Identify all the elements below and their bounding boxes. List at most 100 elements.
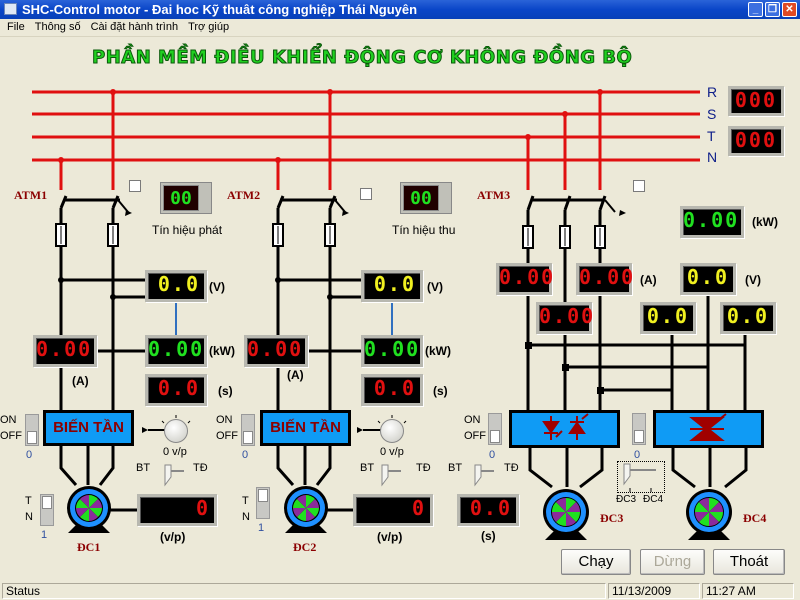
ac2-rpm-display: 0 [353,494,433,526]
exit-button[interactable]: Thoát [713,549,785,575]
title-bar: SHC-Control motor - Đai hoc Kỹ thuât côn… [0,0,800,19]
breaker-atm3-checkbox[interactable] [633,180,645,192]
breaker-atm1-label: ATM1 [14,188,48,202]
voltage-unit-3: (V) [745,273,761,287]
phase-s-label: S [707,106,717,122]
ac1-rpm-display: 0 [137,494,217,526]
rpm-unit: (v/p) [160,530,186,544]
ac3-current-display-2: 0.00 [576,263,633,295]
motor-dc4-icon [686,489,732,540]
menu-file[interactable]: File [7,21,25,33]
restore-button[interactable]: ❐ [765,2,780,17]
ac1-onoff-value: 0 [26,449,33,461]
status-text: Status [2,583,606,599]
ac3-onoff-toggle[interactable] [488,413,502,445]
transmit-signal-value: 00 [163,185,199,211]
ac2-voltage-display: 0.0 [361,270,423,302]
menu-travel-settings[interactable]: Cài đặt hành trình [90,21,179,33]
motor-dc4-label: ĐC4 [743,511,767,525]
phase-t-label: T [707,128,716,144]
ac2-onoff-value: 0 [242,449,249,461]
current-unit: (A) [72,374,89,388]
ac2-time-display: 0.0 [361,374,423,406]
ac1-direction-value: 1 [41,529,48,541]
receive-signal-display: 00 [400,182,452,214]
power-unit-2: (kW) [425,344,451,358]
phase-n-label: N [707,149,718,165]
motor-dc1-icon [67,486,111,533]
ac2-power-display: 0.00 [361,335,423,367]
ac1-power-display: 0.00 [145,335,207,367]
transmit-signal-display: 00 [160,182,212,214]
stop-button[interactable]: Dừng [640,549,705,575]
voltage-unit-2: (V) [427,280,443,294]
inverter-1-box: BIẾN TẦN [43,410,134,446]
window-title: SHC-Control motor - Đai hoc Kỹ thuât côn… [22,2,418,17]
mode-bt-label-3: BT [448,462,463,474]
mode-td-label-3: TĐ [504,462,519,474]
ac3-power-display: 0.00 [680,206,744,238]
off-label: OFF [0,430,22,442]
receive-signal-value: 00 [403,185,439,211]
selector-dc4-label: ĐC4 [643,494,664,505]
speed-knob-2-label: 0 v/p [380,446,404,458]
menu-help[interactable]: Trợ giúp [188,21,230,33]
ac1-time-display: 0.0 [145,374,207,406]
triac-icon [689,413,727,441]
menu-parameters[interactable]: Thông số [34,21,81,33]
ac3-onoff-value: 0 [489,449,496,461]
mode-bt-label: BT [136,462,151,474]
ac2-direction-toggle[interactable] [256,487,270,519]
thyristor-soft-starter-box [509,410,620,448]
on-label: ON [0,414,17,426]
status-bar: Status 11/13/2009 11:27 AM [0,583,800,600]
time-unit-3: (s) [481,529,496,543]
thyristor-pair-icon [542,413,589,440]
motor-dc2-label: ĐC2 [293,540,317,554]
on-label-2: ON [216,414,233,426]
receive-signal-label: Tín hiệu thu [392,223,456,237]
rpm-unit-2: (v/p) [377,530,403,544]
breaker-atm3-label: ATM3 [477,188,511,202]
ac4-onoff-toggle[interactable] [632,413,646,445]
time-unit-2: (s) [433,384,448,398]
ac3-voltage-display-1: 0.0 [680,263,736,295]
status-time: 11:27 AM [702,583,794,599]
menu-bar: File Thông số Cài đặt hành trình Trợ giú… [0,19,800,37]
dir-n-label-2: N [242,511,250,523]
ac2-direction-value: 1 [258,522,265,534]
minimize-button[interactable]: _ [748,2,763,17]
off-label-2: OFF [216,430,238,442]
ac3-voltage-display-3: 0.0 [720,302,776,334]
motor-dc1-label: ĐC1 [77,540,101,554]
on-label-3: ON [464,414,481,426]
supply-display-2: 000 [728,126,784,156]
breaker-atm2-label: ATM2 [227,188,261,202]
motor-dc2-icon [284,486,328,533]
speed-knob-2[interactable] [380,419,404,443]
motor-selector-switch[interactable] [617,461,665,493]
speed-knob-1[interactable] [164,419,188,443]
ac1-onoff-toggle[interactable] [25,414,39,446]
run-button[interactable]: Chạy [561,549,631,575]
ac3-voltage-display-2: 0.0 [640,302,696,334]
phase-r-label: R [707,84,718,100]
off-label-3: OFF [464,430,486,442]
close-button[interactable]: ✕ [782,2,797,17]
time-unit: (s) [218,384,233,398]
ac2-onoff-toggle[interactable] [241,414,255,446]
dir-n-label: N [25,511,33,523]
ac2-current-display: 0.00 [244,335,308,367]
breaker-atm2-checkbox[interactable] [360,188,372,200]
transmit-signal-label: Tín hiệu phát [152,223,223,237]
power-unit-3: (kW) [752,215,778,229]
ac1-direction-toggle[interactable] [40,494,54,526]
ac3-current-display-3: 0.00 [536,302,593,334]
ac1-voltage-display: 0.0 [145,270,207,302]
mode-td-label-2: TĐ [416,462,431,474]
status-date: 11/13/2009 [608,583,700,599]
mode-td-label: TĐ [193,462,208,474]
triac-controller-box [653,410,764,448]
motor-dc3-label: ĐC3 [600,511,624,525]
breaker-atm1-checkbox[interactable] [129,180,141,192]
